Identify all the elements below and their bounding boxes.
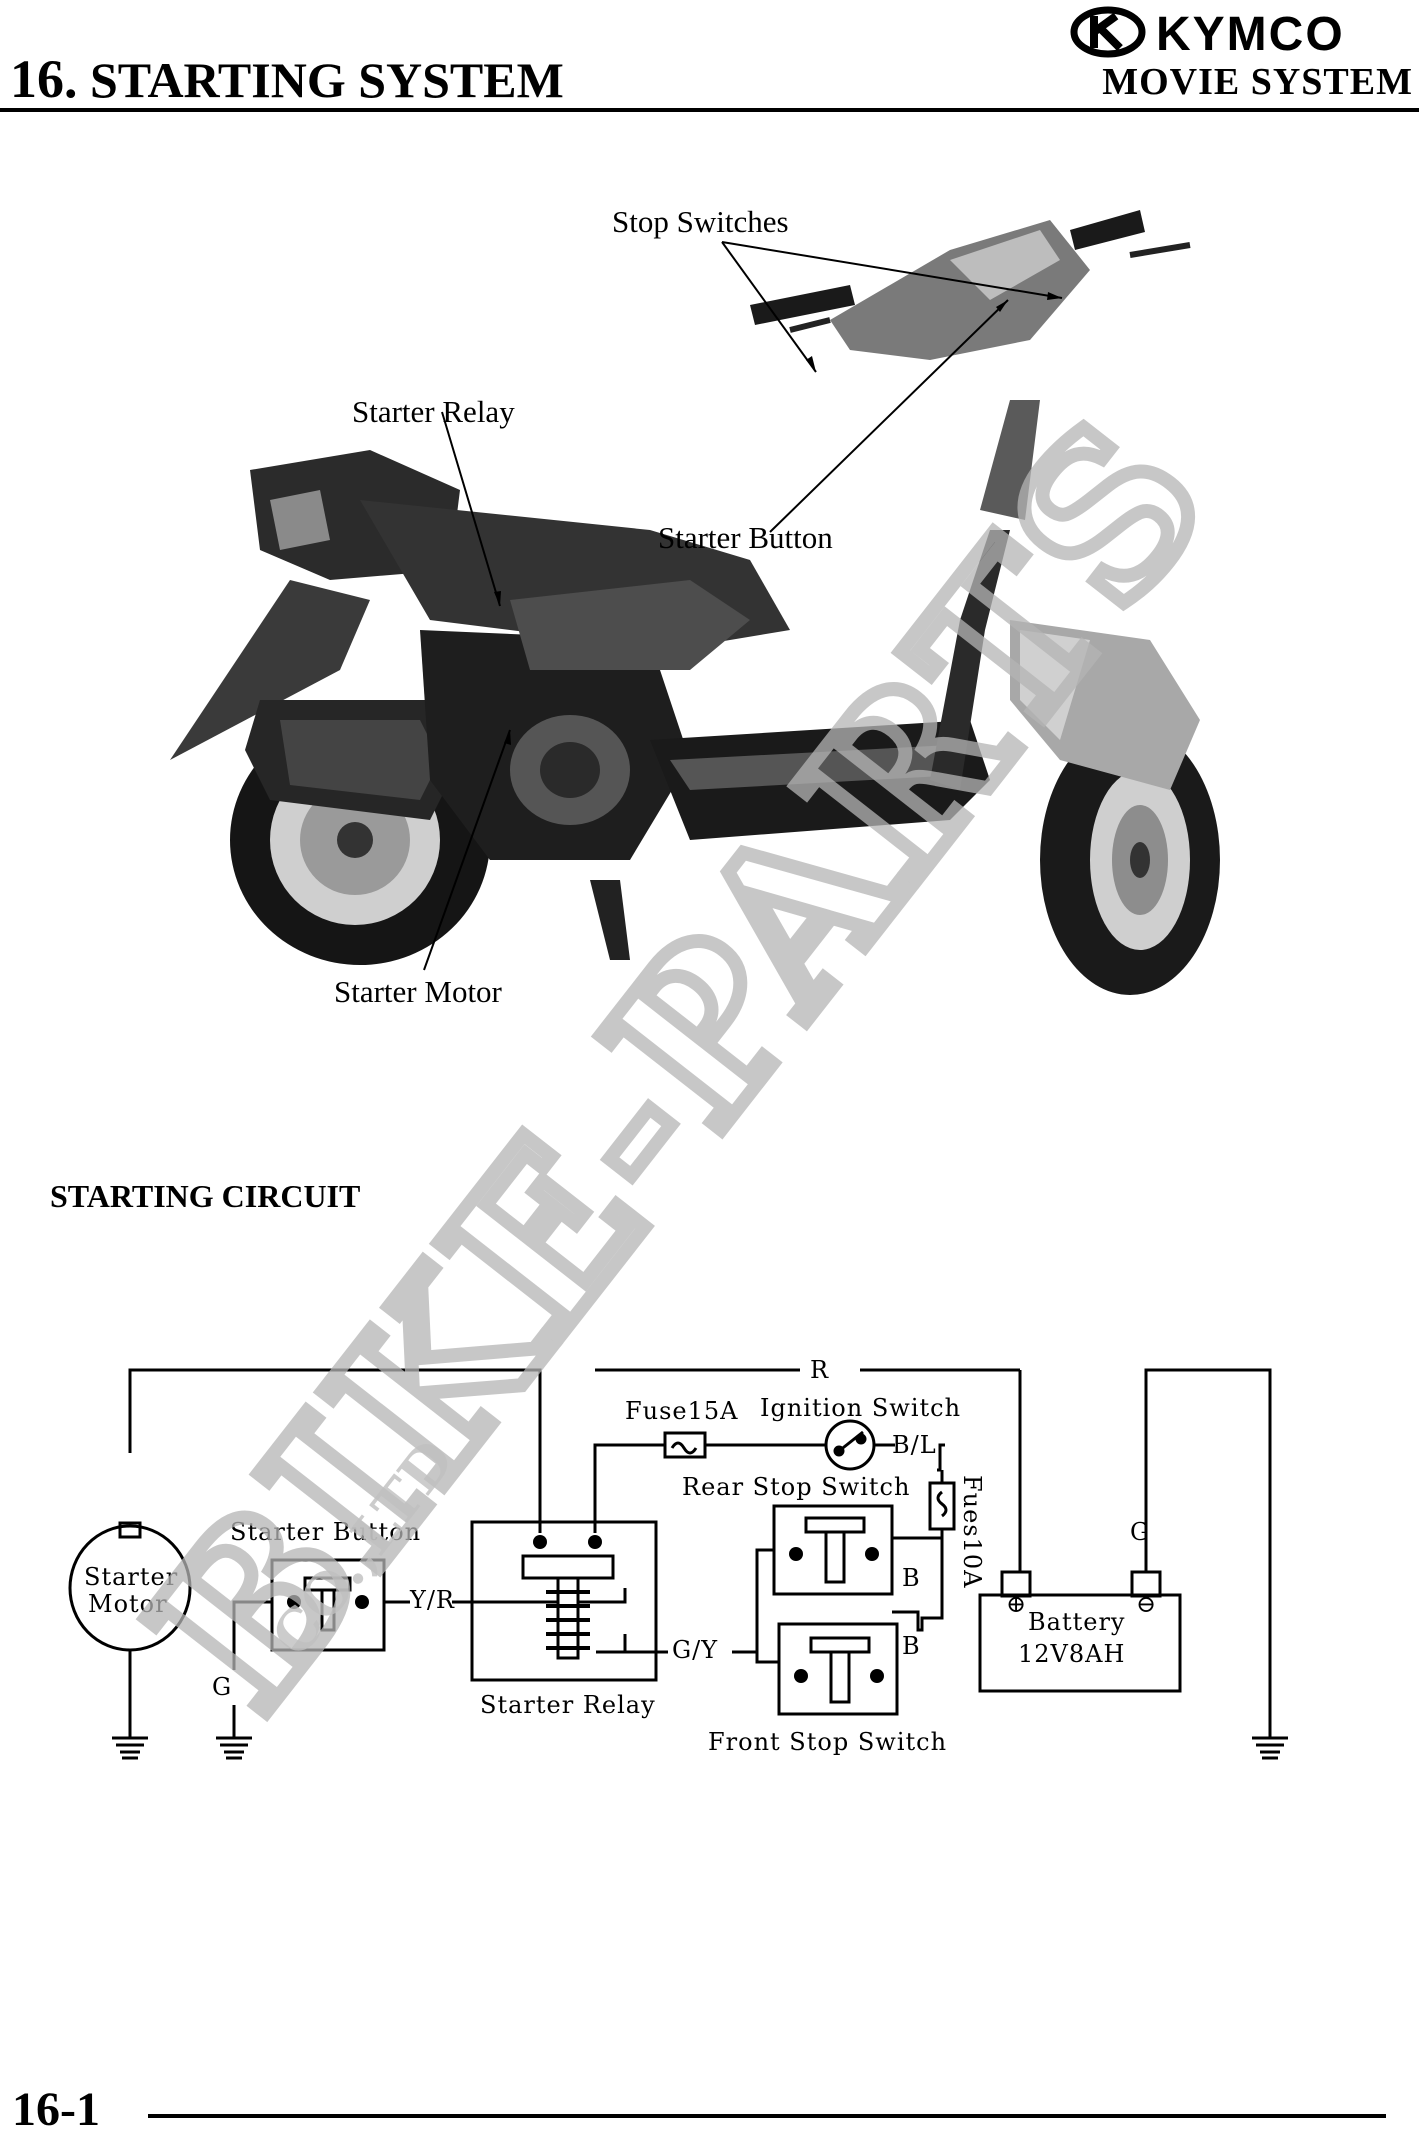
footer-divider [148,2114,1386,2118]
label-wire-g-battery: G [1130,1518,1150,1546]
chapter-title: 16. STARTING SYSTEM [10,48,564,110]
header-divider [0,108,1419,112]
handlebar-cover [830,220,1090,360]
chapter-number: 16. [10,49,78,109]
label-wire-gy: G/Y [672,1636,718,1664]
seat-storage [510,580,750,670]
label-ignition-switch: Ignition Switch [760,1394,961,1422]
label-starter-motor-1: Starter [84,1563,178,1591]
label-wire-b-front: B [902,1632,921,1660]
left-grip [750,285,855,325]
label-starter-relay: Starter Relay [480,1691,656,1719]
front-wheel [1040,725,1220,995]
label-wire-r: R [810,1356,829,1384]
section-heading: STARTING CIRCUIT [50,1178,361,1214]
label-starter-motor-2: Motor [88,1590,168,1618]
relay-coil [521,1554,615,1660]
scooter-photo [170,210,1220,995]
stand [590,880,630,960]
right-grip [1070,210,1145,250]
battery-plus-terminal: ⊕ [1006,1590,1027,1618]
label-fuse-10a: Fues10A [958,1475,986,1589]
label-starter-button: Starter Button [230,1518,421,1546]
label-wire-bl: B/L [892,1431,937,1459]
label-rear-stop-switch: Rear Stop Switch [682,1473,910,1501]
label-wire-b-rear: B [902,1564,921,1592]
starter-button-contacts [303,1576,352,1632]
label-wire-yr: Y/R [409,1586,455,1614]
label-battery: Battery [1028,1608,1125,1636]
front-frame [930,530,1010,790]
label-fuse-15a: Fuse15A [625,1397,739,1425]
starting-circuit-diagram: R Fuse15A Ignition Switch B/L Rear Stop … [68,1356,1288,1760]
callout-starter-motor: Starter Motor [334,974,502,1009]
callout-leaders [423,241,1063,971]
brand-name: KYMCO [1156,8,1345,58]
engine [420,630,690,860]
steering-stem [980,400,1040,520]
chapter-title-text: STARTING SYSTEM [90,52,564,108]
label-front-stop-switch: Front Stop Switch [708,1728,947,1756]
callout-starter-button: Starter Button [658,520,833,555]
model-system-label: MOVIE SYSTEM [1102,61,1413,103]
ground-symbols [112,1736,1288,1760]
label-wire-g-button: G [212,1673,232,1701]
label-battery-rating: 12V8AH [1018,1640,1125,1668]
kymco-logo: KYMCO [1070,6,1345,58]
battery-minus-terminal: ⊖ [1136,1590,1157,1618]
callout-starter-relay: Starter Relay [352,394,515,429]
callout-stop-switches: Stop Switches [612,204,789,239]
page-number: 16-1 [12,2083,100,2136]
rear-fender [170,580,370,760]
